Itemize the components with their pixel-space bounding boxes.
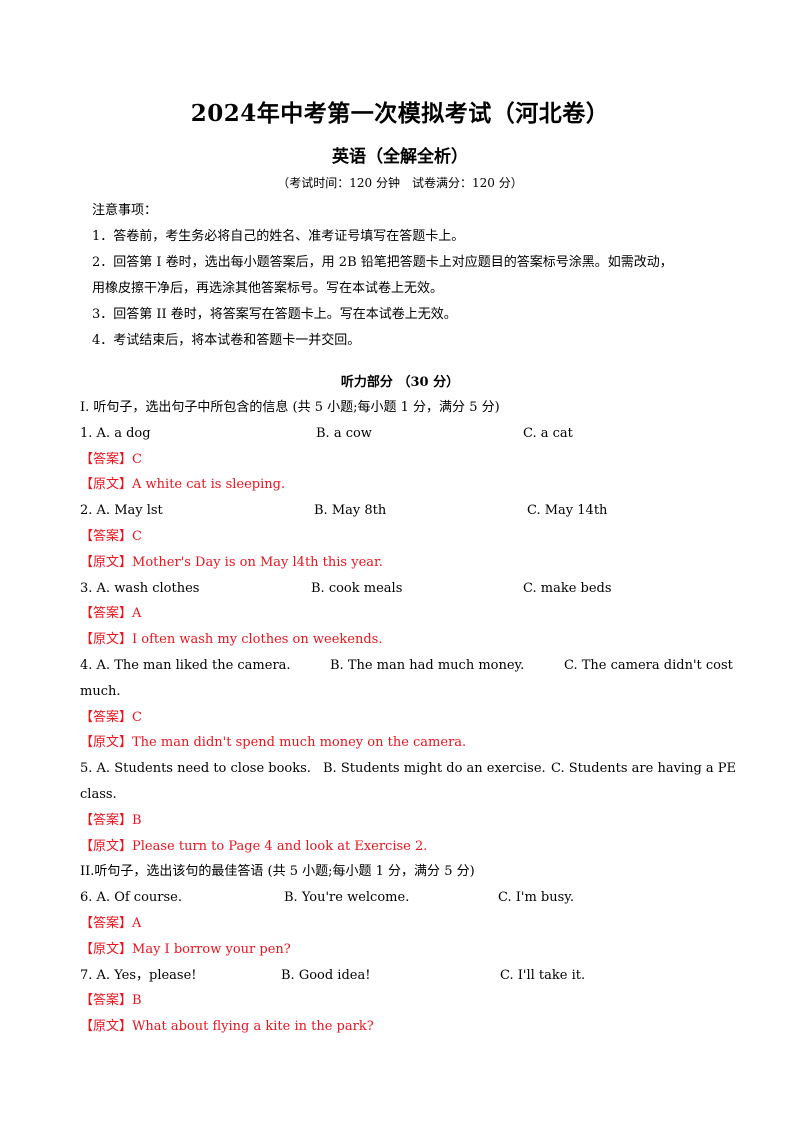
exam-info: （考试时间：120 分钟 试卷满分：120 分） [277,176,523,190]
original-tag: 【原文】 [80,838,133,854]
note-item: 2．回答第 I 卷时，选出每小题答案后，用 2B 铅笔把答题卡上对应题目的答案标… [92,255,673,270]
page-subtitle: 英语（全解全析） [332,147,468,167]
answer-line: 【答案】B [80,808,730,834]
option-c: C. The camera didn't cost [564,657,733,673]
question-continued: much. [80,683,121,699]
original-tag: 【原文】 [80,477,133,493]
answer-tag: 【答案】 [80,915,133,931]
original-line: 【原文】A white cat is sleeping. [80,472,730,498]
option-b: B. cook meals [311,580,403,596]
answer-line: 【答案】B [80,988,730,1014]
original-tag: 【原文】 [80,1019,133,1035]
original-line: 【原文】I often wash my clothes on weekends. [80,627,730,653]
question-continued: class. [80,786,117,802]
original-text: Mother's Day is on May l4th this year. [132,554,383,570]
question-row: 3. A. wash clothes B. cook meals C. make… [80,576,730,602]
notes-heading: 注意事项： [92,203,158,218]
option-a: 6. A. Of course. [80,890,182,906]
option-b: B. The man had much money. [330,657,525,673]
questions-area: I. 听句子，选出句子中所包含的信息 (共 5 小题;每小题 1 分，满分 5 … [80,395,736,1040]
option-c: C. a cat [523,425,573,441]
note-item: 4．考试结束后，将本试卷和答题卡一并交回。 [92,333,361,348]
question-row: 2. A. May lst B. May 8th C. May 14th [80,498,730,524]
option-c: C. May 14th [527,503,608,519]
answer-tag: 【答案】 [80,812,133,828]
question-row: 5. A. Students need to close books. B. S… [80,756,736,782]
option-a: 2. A. May lst [80,503,163,519]
option-b: B. Good idea! [281,967,371,983]
answer-line: 【答案】C [80,705,730,731]
answer-tag: 【答案】 [80,606,133,622]
answer-value: A [132,606,142,622]
original-line: 【原文】May I borrow your pen? [80,937,730,963]
original-tag: 【原文】 [80,941,133,957]
option-b: B. May 8th [314,503,387,519]
question-row: 1. A. a dog B. a cow C. a cat [80,421,730,447]
option-a: 3. A. wash clothes [80,580,200,596]
answer-value: B [132,812,142,828]
original-text: May I borrow your pen? [132,941,291,957]
section-title: 听力部分 （30 分） [340,375,460,390]
answer-value: C [132,451,142,467]
part2-heading: II.听句子，选出该句的最佳答语 (共 5 小题;每小题 1 分，满分 5 分) [80,864,475,880]
original-line: 【原文】The man didn't spend much money on t… [80,730,730,756]
answer-value: C [132,528,142,544]
question-row: 6. A. Of course. B. You're welcome. C. I… [80,885,730,911]
answer-tag: 【答案】 [80,709,133,725]
original-line: 【原文】Please turn to Page 4 and look at Ex… [80,834,730,860]
original-text: What about flying a kite in the park? [132,1019,374,1035]
question-row: 4. A. The man liked the camera. B. The m… [80,653,733,679]
option-a: 5. A. Students need to close books. [80,761,311,777]
option-b: B. You're welcome. [284,890,410,906]
option-c: C. I'll take it. [500,967,586,983]
option-b: B. a cow [316,425,372,441]
page-title: 2024年中考第一次模拟考试（河北卷） [190,100,610,127]
answer-value: C [132,709,142,725]
answer-line: 【答案】C [80,524,730,550]
answer-line: 【答案】A [80,601,730,627]
original-line: 【原文】What about flying a kite in the park… [80,1014,730,1040]
option-c: C. I'm busy. [498,890,575,906]
answer-line: 【答案】A [80,911,730,937]
option-a: 4. A. The man liked the camera. [80,657,291,673]
original-line: 【原文】Mother's Day is on May l4th this yea… [80,550,730,576]
note-item: 1．答卷前，考生务必将自己的姓名、准考证号填写在答题卡上。 [92,229,465,244]
option-c: C. Students are having a PE [551,761,737,777]
answer-tag: 【答案】 [80,993,133,1009]
option-a: 7. A. Yes，please! [80,967,197,983]
question-row: 7. A. Yes，please! B. Good idea! C. I'll … [80,963,730,989]
note-item-continued: 用橡皮擦干净后，再选涂其他答案标号。写在本试卷上无效。 [92,281,444,296]
answer-value: B [132,993,142,1009]
original-text: A white cat is sleeping. [132,477,286,493]
note-item: 3．回答第 II 卷时，将答案写在答题卡上。写在本试卷上无效。 [92,307,457,322]
answer-tag: 【答案】 [80,451,133,467]
original-text: Please turn to Page 4 and look at Exerci… [132,838,428,854]
answer-line: 【答案】C [80,447,730,473]
option-a: 1. A. a dog [80,425,151,441]
original-tag: 【原文】 [80,632,133,648]
answer-tag: 【答案】 [80,528,133,544]
original-tag: 【原文】 [80,554,133,570]
original-tag: 【原文】 [80,735,133,751]
notes-section: 注意事项： 1．答卷前，考生务必将自己的姓名、准考证号填写在答题卡上。 2．回答… [80,198,730,354]
part1-heading: I. 听句子，选出句子中所包含的信息 (共 5 小题;每小题 1 分，满分 5 … [80,400,500,415]
original-text: The man didn't spend much money on the c… [132,735,467,751]
answer-value: A [132,915,142,931]
option-c: C. make beds [523,580,612,596]
option-b: B. Students might do an exercise. [323,761,546,777]
original-text: I often wash my clothes on weekends. [132,632,383,648]
